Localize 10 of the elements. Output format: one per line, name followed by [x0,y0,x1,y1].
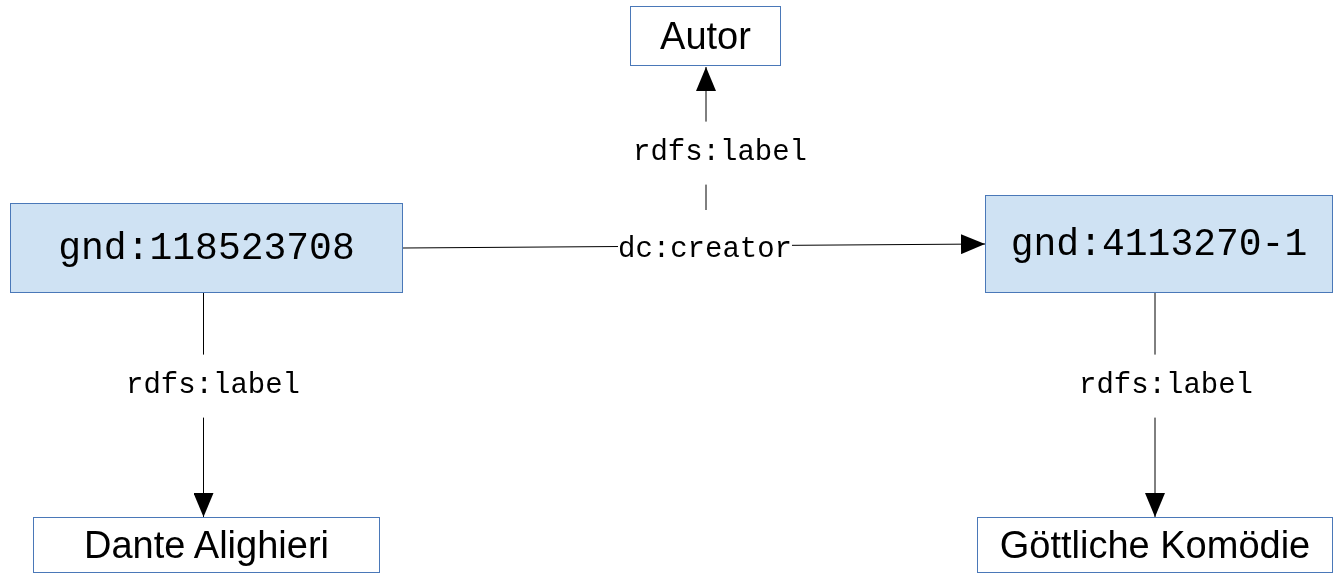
node-label: gnd:118523708 [58,226,355,270]
entity-box [10,203,403,293]
node-label: Dante Alighieri [83,523,329,567]
node-label: Autor [660,14,751,58]
node-label: Göttliche Komödie [999,523,1311,567]
author-class-box [630,6,781,66]
entity-box [985,195,1333,293]
literal-box [977,517,1333,573]
node-label: gnd:4113270-1 [1010,222,1308,266]
literal-box [33,517,380,573]
